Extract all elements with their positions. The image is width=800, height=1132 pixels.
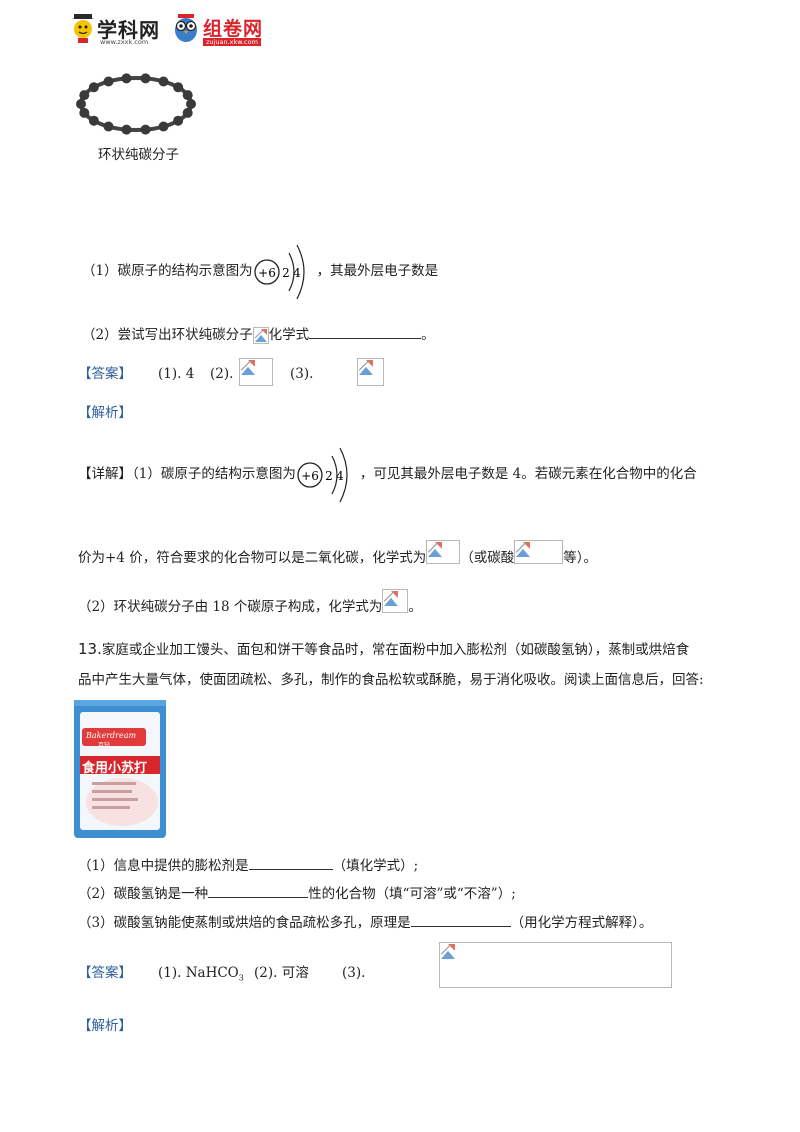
answer-tag: 【答案】 (78, 366, 132, 382)
q13-stem-line2: 品中产生大量气体，使面团疏松、多孔，制作的食品松软或酥脆，易于消化吸收。阅读上面… (78, 672, 704, 688)
nucleus-label: +6 (301, 469, 319, 483)
q13-part3: （3）碳酸氢钠能使蒸制或烘焙的食品疏松多孔，原理是 （用化学方程式解释）。 (78, 913, 652, 932)
carbon-atom (88, 82, 99, 93)
carbon-atom (182, 107, 193, 118)
carbon-atom (173, 115, 184, 126)
carbon-atom (88, 115, 99, 126)
ring-molecule-image (76, 73, 196, 135)
atom-structure-diagram: +6 2 4 (296, 447, 360, 503)
figure-caption: 环状纯碳分子 (98, 147, 179, 163)
answer-tag: 【答案】 (78, 965, 132, 981)
ring-molecule-figure (72, 68, 202, 148)
mascot-icon (72, 14, 94, 43)
shell1-label: 2 (282, 266, 290, 280)
q13-stem-line1: 13.家庭或企业加工馒头、面包和饼干等食品时，常在面粉中加入膨松剂（如碳酸氢钠）… (78, 640, 689, 659)
carbon-atom (103, 76, 114, 87)
broken-image-icon (426, 539, 461, 564)
broken-image-icon (439, 942, 673, 988)
carbon-atom (121, 73, 132, 84)
q13-part2-suffix: 性的化合物（填“可溶”或“不溶”）; (308, 886, 516, 902)
broken-image-icon (239, 358, 273, 386)
broken-image-icon (357, 358, 385, 386)
q12-answer-row: 【答案】 (78, 365, 132, 383)
carbon-atom (173, 82, 184, 93)
q13-part1-prefix: （1）信息中提供的膨松剂是 (78, 858, 249, 874)
atom-structure-diagram: +6 2 4 (253, 244, 317, 300)
shell2-label: 4 (336, 469, 344, 483)
q12-part1-prefix: （1）碳原子的结构示意图为 (82, 263, 253, 279)
detail-3-prefix: （2）环状纯碳分子由 18 个碳原子构成，化学式为 (78, 599, 383, 615)
q13-answer-2: (2). 可溶 (254, 965, 309, 981)
logo-xuekewang-text: 学科网 (97, 18, 160, 42)
carbon-atom (158, 76, 169, 87)
detail-2-prefix: 价为+4 价，符合要求的化合物可以是二氧化碳，化学式为 (78, 550, 427, 566)
q13-number: 13. (78, 640, 102, 658)
package-brand: Bakerdream (86, 731, 137, 740)
q12-part1-suffix: ，其最外层电子数是 (316, 263, 439, 279)
nucleus-label: +6 (258, 266, 276, 280)
carbon-atom (182, 90, 193, 101)
q12-detail-line1: 【详解】（1）碳原子的结构示意图为 +6 2 4 ，可见其最外层电子数是 4。若… (78, 447, 697, 503)
q12-answer-3: (3). (290, 366, 314, 382)
q13-stem-1: 家庭或企业加工馒头、面包和饼干等食品时，常在面粉中加入膨松剂（如碳酸氢钠），蒸制… (101, 642, 690, 658)
carbon-atom (103, 121, 114, 132)
logo-xuekewang: 学科网 www.zxxk.com (70, 10, 162, 46)
package-brand-cn: 百钻 (98, 742, 111, 749)
carbon-atom (79, 107, 90, 118)
broken-image-icon (252, 327, 269, 344)
q12-detail-line3: （2）环状纯碳分子由 18 个碳原子构成，化学式为 。 (78, 588, 422, 616)
answer-blank (248, 856, 333, 870)
logo-zujuanwang-text: 组卷网 (203, 18, 264, 40)
carbon-atom (158, 121, 169, 132)
answer-blank (410, 913, 511, 927)
q12-part1: （1）碳原子的结构示意图为 +6 2 4 ，其最外层电子数是 (82, 244, 439, 300)
q13-part3-suffix: （用化学方程式解释）。 (510, 915, 653, 931)
broken-image-icon (514, 539, 564, 564)
q12-answer-1: (1). 4 (158, 366, 195, 382)
carbon-atom (76, 99, 86, 109)
logo-zujuanwang: 组卷网 zujuan.xkw.com (172, 10, 272, 46)
owl-icon (175, 14, 197, 42)
logo-zujuanwang-url: zujuan.xkw.com (203, 38, 261, 46)
broken-image-icon (382, 588, 409, 613)
detail-3-end: 。 (408, 599, 422, 615)
q12-part2-prefix: （2）尝试写出环状纯碳分子 (82, 327, 253, 343)
q13-part3-prefix: （3）碳酸氢钠能使蒸制或烘焙的食品疏松多孔，原理是 (78, 915, 411, 931)
detail-1-prefix: （1）碳原子的结构示意图为 (132, 466, 296, 482)
carbon-atom (140, 124, 151, 135)
q13-answer-3: (3). (342, 965, 366, 981)
analysis-tag: 【解析】 (78, 405, 132, 421)
detail-2-mid: （或碳酸 (460, 550, 515, 566)
carbon-atom (121, 124, 132, 135)
shell1-label: 2 (325, 469, 333, 483)
q13-part1-suffix: （填化学式）; (332, 858, 419, 874)
answer-blank (208, 884, 309, 898)
q13-part2-prefix: （2）碳酸氢钠是一种 (78, 886, 209, 902)
package-title: 食用小苏打 (82, 761, 148, 776)
q12-answer-2: (2). (210, 366, 234, 382)
q13-answer-1-subscript: 3 (238, 973, 244, 983)
detail-tag: 【详解】 (78, 466, 132, 482)
answer-blank (309, 325, 422, 339)
analysis-tag: 【解析】 (78, 1018, 132, 1034)
detail-2-suffix: 等）。 (563, 550, 597, 566)
q13-answer-1-text: (1). NaHCO (158, 965, 239, 981)
carbon-atom (186, 99, 196, 109)
carbon-atom (140, 73, 151, 84)
carbon-atom (79, 90, 90, 101)
q12-part2-end: 。 (421, 327, 435, 343)
q12-part2: （2）尝试写出环状纯碳分子 化学式 。 (82, 325, 435, 344)
shell2-label: 4 (293, 266, 301, 280)
detail-1-suffix: ，可见其最外层电子数是 4。若碳元素在化合物中的化合 (359, 466, 697, 482)
q13-answer-1: (1). NaHCO3 (158, 964, 244, 988)
logo-xuekewang-url: www.zxxk.com (100, 38, 149, 46)
q12-part2-suffix: 化学式 (268, 327, 310, 343)
q12-detail-line2: 价为+4 价，符合要求的化合物可以是二氧化碳，化学式为 （或碳酸 等）。 (78, 539, 597, 567)
baking-soda-package-image: Bakerdream 百钻 食用小苏打 (72, 698, 168, 840)
q13-part2: （2）碳酸氢钠是一种 性的化合物（填“可溶”或“不溶”）; (78, 884, 516, 903)
q13-part1: （1）信息中提供的膨松剂是 （填化学式）; (78, 856, 418, 875)
